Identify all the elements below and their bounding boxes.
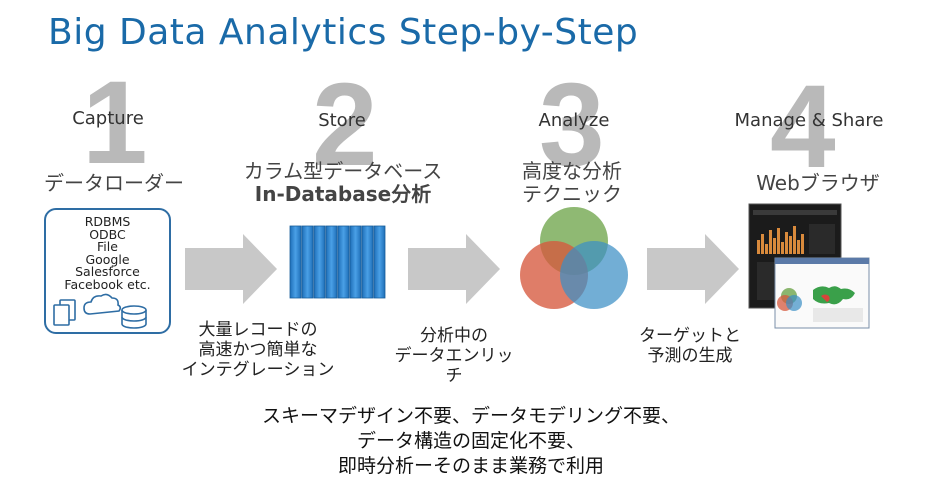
note-target-line1: ターゲットと [639, 326, 741, 346]
note-enrich-line1: 分析中の [420, 326, 488, 346]
step-3-subtitle-line1: 高度な分析 [522, 159, 622, 183]
step-2-subtitle-line2: In-Database分析 [254, 182, 432, 206]
bottom-line-3: 即時分析ーそのまま業務で利用 [337, 455, 604, 477]
note-integration-line1: 大量レコードの [198, 320, 318, 340]
note-integration-line3: インテグレーション [181, 360, 335, 380]
venn-diagram [520, 207, 628, 309]
step-3-subtitle-line2: テクニック [522, 182, 622, 206]
bottom-statement: スキーマデザイン不要、データモデリング不要、 データ構造の固定化不要、 即時分析… [0, 404, 942, 479]
columnar-database-graphic [289, 225, 386, 299]
database-icon [121, 305, 147, 329]
arrow-store-to-analyze [408, 234, 500, 304]
source-rdbms: RDBMS [84, 214, 131, 229]
source-odbc: ODBC [89, 226, 126, 242]
venn-circle-right [560, 241, 628, 309]
step-2-subtitle-line1: カラム型データベース [243, 159, 443, 183]
step-3-label: Analyze [538, 110, 610, 131]
note-target: ターゲットと 予測の生成 [620, 326, 760, 366]
step-4-label: Manage & Share [734, 110, 884, 131]
note-enrich-line2: データエンリッ [394, 346, 514, 366]
dashboard-screenshots [748, 203, 870, 329]
step-4-number: 4 [770, 61, 836, 193]
step-4-subtitle: Webブラウザ [756, 171, 880, 195]
cloud-icon [83, 293, 122, 315]
step-1-label: Capture [72, 108, 144, 129]
source-facebook: Facebook etc. [64, 276, 151, 292]
step-2-label: Store [318, 110, 366, 131]
note-integration: 大量レコードの 高速かつ簡単な インテグレーション [168, 320, 348, 380]
arrow-analyze-to-share [647, 234, 739, 304]
arrow-capture-to-store [185, 234, 277, 304]
source-google: Google [85, 251, 130, 267]
data-source-icons [53, 293, 147, 329]
bottom-line-1: スキーマデザイン不要、データモデリング不要、 [261, 405, 680, 427]
step-1-number: 1 [82, 57, 148, 189]
note-enrich-line3: チ [445, 366, 463, 386]
bottom-line-2: データ構造の固定化不要、 [356, 430, 585, 452]
data-sources-box: RDBMS ODBC File Google Salesforce Facebo… [44, 208, 171, 334]
step-1-subtitle: データローダー [44, 171, 184, 195]
step-2-number: 2 [312, 59, 378, 191]
source-salesforce: Salesforce [75, 264, 140, 279]
note-target-line2: 予測の生成 [647, 346, 733, 366]
source-file: File [97, 239, 118, 254]
note-integration-line2: 高速かつ簡単な [198, 340, 318, 360]
page-title: Big Data Analytics Step-by-Step [48, 12, 639, 53]
note-enrich: 分析中の データエンリッ チ [384, 326, 524, 386]
step-3-number: 3 [539, 59, 605, 191]
documents-icon [53, 299, 76, 326]
